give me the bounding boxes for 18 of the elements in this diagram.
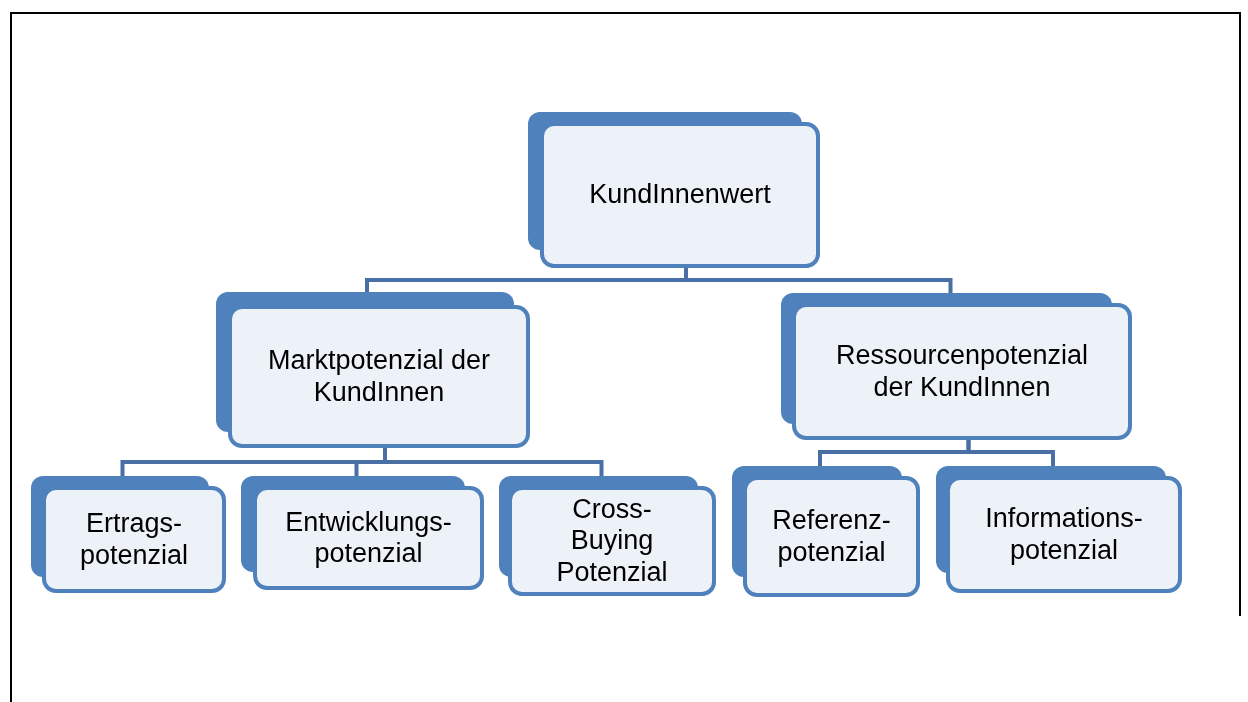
connector-line bbox=[684, 268, 953, 293]
node-label: KundInnenwert bbox=[589, 179, 771, 211]
node-label: Ressourcenpotenzial der KundInnen bbox=[835, 340, 1089, 403]
node-box bbox=[781, 293, 1132, 440]
node-label: Ertrags- potenzial bbox=[79, 508, 189, 571]
node-box bbox=[31, 476, 226, 593]
node-label: Marktpotenzial der KundInnen bbox=[266, 345, 492, 408]
node-box bbox=[936, 466, 1182, 593]
connector-line bbox=[966, 440, 1055, 466]
node-label: Informations- potenzial bbox=[985, 503, 1143, 566]
node-box bbox=[216, 292, 530, 448]
node-box bbox=[528, 112, 820, 268]
node-label: Referenz- potenzial bbox=[772, 505, 891, 568]
node-label: Entwicklungs- potenzial bbox=[285, 506, 452, 570]
node-box bbox=[241, 476, 484, 590]
node-label: Cross- Buying Potenzial bbox=[556, 494, 668, 588]
node-box bbox=[732, 466, 920, 597]
node-box bbox=[499, 476, 716, 596]
